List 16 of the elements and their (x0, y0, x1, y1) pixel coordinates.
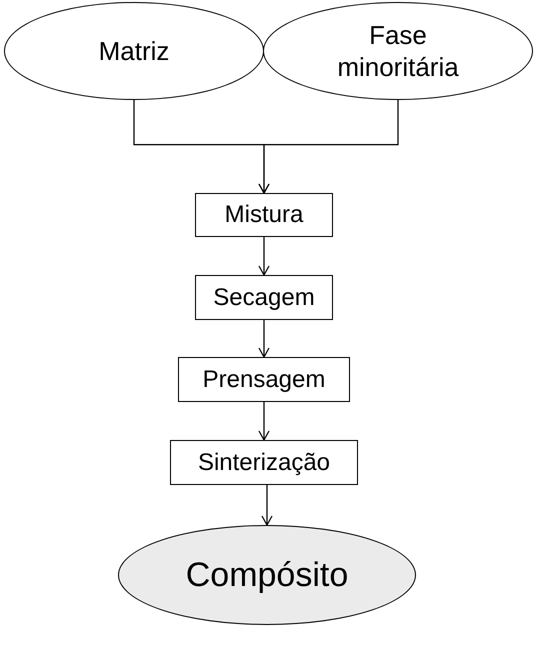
process-box (170, 440, 358, 485)
process-box (195, 193, 333, 237)
process-box (195, 275, 333, 320)
process-box (178, 357, 350, 402)
arrow (261, 485, 273, 526)
arrow (258, 320, 270, 358)
node-label: Compósito (186, 554, 348, 596)
node-label: Fase minoritária (336, 18, 460, 84)
node-label: Secagem (213, 282, 315, 312)
arrow (258, 100, 399, 194)
arrow (258, 402, 270, 441)
node-label: Prensagem (202, 364, 326, 394)
node-label: Sinterização (198, 448, 330, 478)
arrow (258, 237, 270, 276)
node-label: Matriz (98, 34, 170, 68)
node-label: Mistura (224, 200, 304, 230)
